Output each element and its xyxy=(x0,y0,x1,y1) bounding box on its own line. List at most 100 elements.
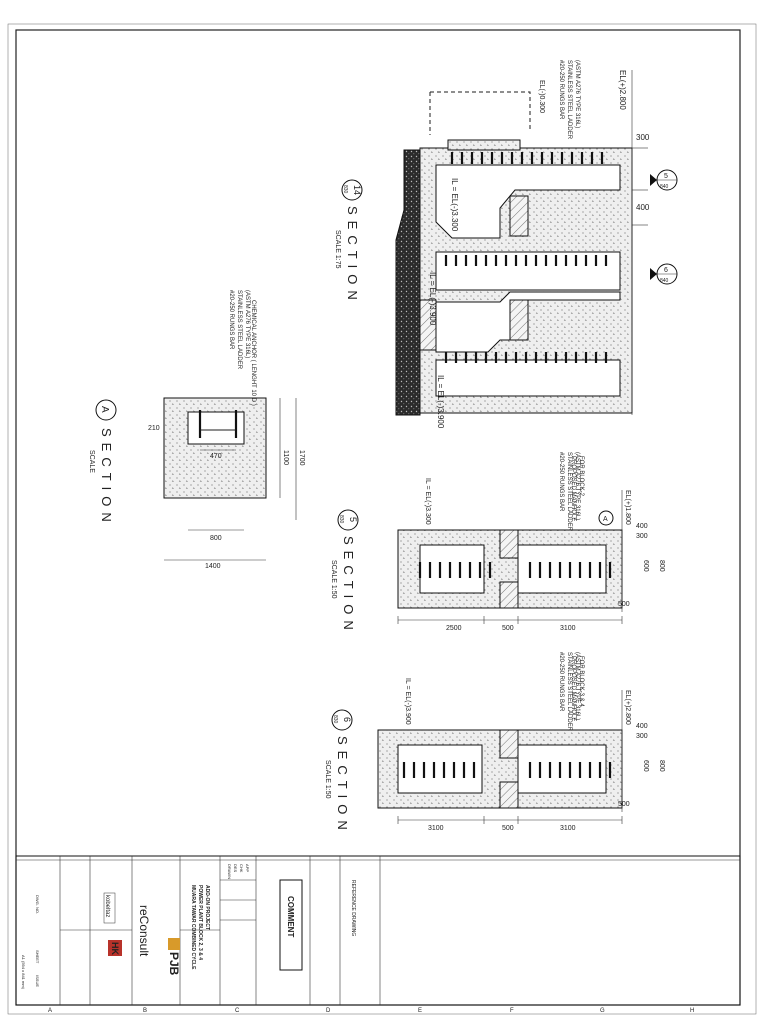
dwg-no-label: DWG. NO. xyxy=(35,895,40,914)
s6-d300: 300 xyxy=(636,733,648,740)
haunch-2 xyxy=(509,299,529,341)
sa-note-2: STAINLESS STEEL LADDER xyxy=(236,290,242,370)
s6-d500a: 500 xyxy=(618,801,630,808)
s5-note-3: (ASTM A276 TYPE 316L) xyxy=(574,452,580,520)
s6-note-2: STAINLESS STEEL LADDER xyxy=(566,652,572,732)
s5-void-right xyxy=(517,544,607,594)
s6-note-1: #20-250 RUNGS BAR xyxy=(558,652,564,712)
s6-rungs xyxy=(402,762,612,778)
s6-d400: 400 xyxy=(636,723,648,730)
chamber-void-1 xyxy=(435,164,621,239)
s6-manhole-2: FOR BLOCK-3 & 4 xyxy=(578,656,584,707)
paper-size: A1 (594 x 841 mm) xyxy=(21,955,26,990)
s14-note-3: (ASTM A276 TYPE 316L) xyxy=(574,60,580,128)
s5-callout-letter: A xyxy=(603,516,608,523)
cut6-sheet: 840 xyxy=(660,278,669,284)
row-label-drawn: DRAWN xyxy=(227,864,232,879)
section-5-drawing: 2500 500 3100 400 300 500 600 800 EL(+)1… xyxy=(330,452,665,636)
s6-d800: 800 xyxy=(658,760,665,772)
s14-il-1: IL = EL(-)3.300 xyxy=(450,178,459,232)
ref-drawing-label: REFERENCE DRAWING xyxy=(350,880,356,936)
s14-dim-300: 300 xyxy=(636,133,650,142)
cut5-num: 5 xyxy=(664,173,668,180)
issue-label: ISSUE xyxy=(35,975,40,987)
sa-scale: SCALE xyxy=(88,450,95,473)
kobelco-logo-text: kobeltaz xyxy=(104,895,110,917)
section-a-drawing: 210 470 800 1400 1100 1700 CHEMICAL ANCH… xyxy=(88,290,305,570)
s14-note-2: STAINLESS STEEL LADDER xyxy=(566,60,572,140)
s5-manhole-2: FOR BLOCK-2 xyxy=(578,456,584,497)
sa-d1400: 1400 xyxy=(205,563,221,570)
s5-haunch-2 xyxy=(499,581,519,609)
pjb-logo: PJB xyxy=(167,938,181,976)
border-ticks: A B C D E F G H xyxy=(48,1008,694,1014)
s6-il: IL = EL(-)3.900 xyxy=(404,678,411,725)
ladder-rungs-row-1 xyxy=(450,152,604,164)
s6-haunch-1 xyxy=(499,729,519,759)
s5-il: IL = EL(-)3.300 xyxy=(424,478,431,525)
s5-el-top: EL(+)1.800 xyxy=(624,490,631,525)
tick-bottom-c: C xyxy=(235,1008,240,1014)
s6-el-top: EL(+)2.800 xyxy=(624,690,631,725)
s6-void-left xyxy=(397,744,483,794)
s6-title: SECTION xyxy=(335,736,350,836)
s5-haunch-1 xyxy=(499,529,519,559)
s14-sheet: 830 xyxy=(342,185,348,194)
s5-d800: 800 xyxy=(658,560,665,572)
tick-bottom-e: E xyxy=(418,1008,422,1014)
comment-box xyxy=(279,879,303,971)
tick-bottom-d: D xyxy=(326,1008,331,1014)
s14-scale: SCALE 1:75 xyxy=(334,230,341,269)
sa-d1100: 1100 xyxy=(282,450,289,465)
s14-el-top: EL(+)2.800 xyxy=(618,70,627,110)
s6-d3100b: 3100 xyxy=(560,825,576,832)
section-a-label: A SECTION SCALE xyxy=(88,399,117,528)
access-cover-dashed xyxy=(429,91,531,135)
s5-callout-a: A xyxy=(598,510,614,526)
row-label-des: DES xyxy=(233,864,238,873)
s5-d3100: 3100 xyxy=(560,625,576,632)
s6-scale: SCALE 1:50 xyxy=(324,760,331,799)
s5-d2500: 2500 xyxy=(446,625,462,632)
ladder-rungs-row-3 xyxy=(444,352,608,363)
row-label-chk: CHK xyxy=(239,864,244,873)
s14-il-2: IL = EL(-)3.900 xyxy=(428,272,437,326)
s5-sheet: 830 xyxy=(338,515,344,524)
tick-bottom-h: H xyxy=(690,1008,694,1014)
sa-note-1: #20-250 RUNGS BAR xyxy=(228,290,234,350)
section-6-drawing: 3100 500 3100 400 300 500 600 800 EL(+)2… xyxy=(324,652,665,836)
project-line-3: ADD-ON PROJECT xyxy=(204,885,210,930)
cut6-num: 6 xyxy=(664,267,668,274)
s5-manhole-1: PROPOSED MANHOLE xyxy=(570,456,576,521)
tick-bottom-g: G xyxy=(600,1008,605,1014)
s6-note-3: (ASTM A276 TYPE 316L) xyxy=(574,652,580,720)
sa-d210: 210 xyxy=(148,425,160,432)
s6-d500b: 500 xyxy=(502,825,514,832)
sa-d470: 470 xyxy=(210,453,222,460)
s14-dim-400: 400 xyxy=(636,203,650,212)
haunch-3 xyxy=(419,299,437,351)
s5-number: 5 xyxy=(348,517,358,522)
kobelco-logo: kobeltaz xyxy=(103,892,116,924)
access-neck xyxy=(447,139,521,151)
cut-marker-6: 6 840 xyxy=(650,263,678,285)
sa-anchor: CHEMICAL ANCHOR ( LENGHT 10 D ) xyxy=(250,300,256,406)
backfill-soil xyxy=(395,149,421,416)
section-6-label: 6 830 SECTION SCALE 1:50 xyxy=(324,709,353,836)
sa-title: SECTION xyxy=(99,428,114,528)
s6-sheet: 830 xyxy=(332,715,338,724)
sa-d800: 800 xyxy=(210,535,222,542)
sa-d1700: 1700 xyxy=(298,450,305,466)
project-line-1: MUARA TAWAR COMBINED CYCLE xyxy=(190,885,196,970)
comment-label: COMMENT xyxy=(286,896,295,937)
reconsult-logo-text: reConsult xyxy=(137,905,151,957)
s5-note-1: #20-250 RUNGS BAR xyxy=(558,452,564,512)
s14-el-invert: EL(-)0.300 xyxy=(538,80,545,113)
chamber-void-2 xyxy=(435,251,621,291)
row-label-app: APP xyxy=(245,864,250,872)
sa-note-3: (ASTM A276 TYPE 316L) xyxy=(244,290,250,358)
s5-note-2: STAINLESS STEEL LADDER xyxy=(566,452,572,532)
s6-manhole-1: PROPOSED MANHOLE xyxy=(570,656,576,721)
s14-note-1: #20-250 RUNGS BAR xyxy=(558,60,564,120)
